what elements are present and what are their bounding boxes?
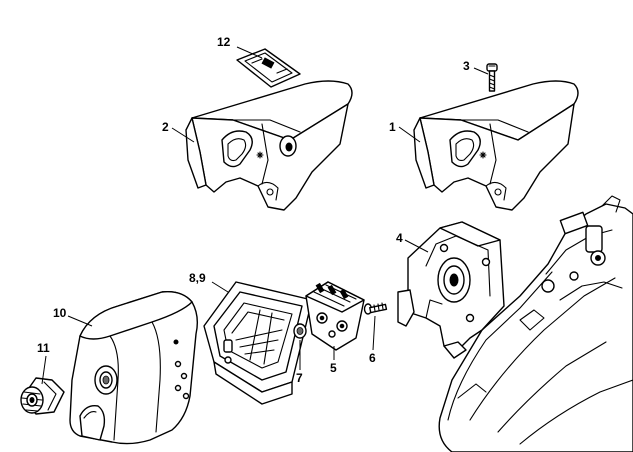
leader-12 — [236, 46, 263, 59]
callout-12: 12 — [217, 35, 231, 49]
part-6-screw — [363, 302, 388, 315]
part-3-screw — [486, 63, 498, 92]
leader-lines — [41, 46, 489, 385]
callout-3: 3 — [463, 59, 470, 73]
callout-5: 5 — [330, 361, 337, 375]
callout-8-9: 8,9 — [189, 271, 206, 285]
part-5-filter-base — [305, 281, 365, 351]
leader-1 — [398, 126, 421, 143]
callout-4: 4 — [396, 231, 403, 245]
part-1-shroud — [413, 80, 579, 211]
callout-2: 2 — [162, 120, 169, 134]
leader-8-9 — [211, 281, 229, 293]
callout-6: 6 — [369, 351, 376, 365]
leader-4 — [404, 239, 429, 253]
part-4-bracket — [397, 221, 505, 359]
part-8-9-air-filter — [203, 281, 313, 405]
leader-3 — [473, 67, 489, 75]
leader-10 — [67, 315, 93, 327]
leader-6 — [372, 315, 376, 351]
callout-7: 7 — [296, 371, 303, 385]
part-12-label — [236, 48, 301, 88]
saw-housing — [438, 195, 633, 452]
part-11-knob — [20, 377, 65, 415]
leader-2 — [171, 127, 195, 143]
part-10-cover — [69, 291, 199, 445]
leader-11 — [41, 355, 47, 385]
part-7-nut — [293, 323, 307, 339]
callout-11: 11 — [37, 341, 50, 355]
callout-1: 1 — [389, 120, 396, 134]
callout-10: 10 — [53, 306, 67, 320]
part-2-shroud — [185, 80, 353, 211]
